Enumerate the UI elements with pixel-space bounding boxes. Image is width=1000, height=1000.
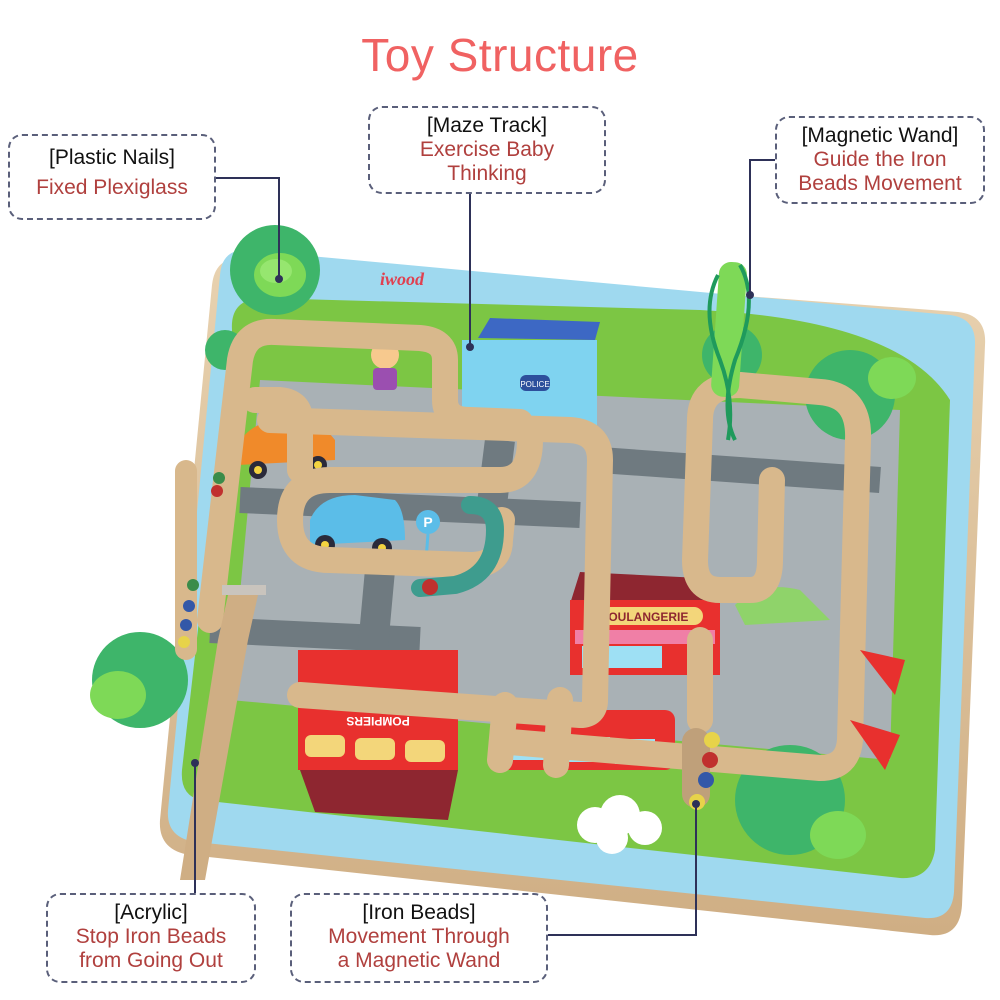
callout-description: Movement Through [328,925,510,948]
callout-maze-track: [Maze Track] Exercise Baby Thinking [368,106,606,194]
maze-track [197,318,872,781]
plastic-nail-br [810,811,866,859]
callout-heading: [Plastic Nails] [48,146,176,169]
callout-acrylic: [Acrylic] Stop Iron Beads from Going Out [46,893,256,983]
iron-bead [704,732,720,748]
svg-text:POMPIERS: POMPIERS [346,714,409,728]
callout-heading: [Acrylic] [114,901,188,924]
callout-description: from Going Out [79,949,223,972]
plastic-nail-tr [868,357,916,399]
callout-description: Thinking [447,162,527,185]
callout-heading: [Iron Beads] [362,901,476,924]
callout-magnetic-wand: [Magnetic Wand] Guide the Iron Beads Mov… [775,116,985,204]
callout-description: Fixed Plexiglass [36,176,188,199]
callout-description: Exercise Baby [419,138,555,161]
svg-text:P: P [423,514,432,530]
callout-iron-beads: [Iron Beads] Movement Through a Magnetic… [290,893,548,983]
callout-plastic-nails: [Plastic Nails] Fixed Plexiglass [8,134,216,220]
callout-heading: [Maze Track] [426,114,548,137]
callout-description: Guide the Iron [813,148,947,171]
callout-heading: [Magnetic Wand] [801,124,959,147]
page-title: Toy Structure [361,29,639,81]
svg-text:BOULANGERIE: BOULANGERIE [600,610,689,624]
callout-description: a Magnetic Wand [337,949,501,972]
svg-text:POLICE: POLICE [520,380,549,389]
plastic-nail-bl [90,671,146,719]
callout-description: Stop Iron Beads [75,925,227,948]
callout-description: Beads Movement [798,172,962,195]
svg-text:iwood: iwood [380,269,425,289]
